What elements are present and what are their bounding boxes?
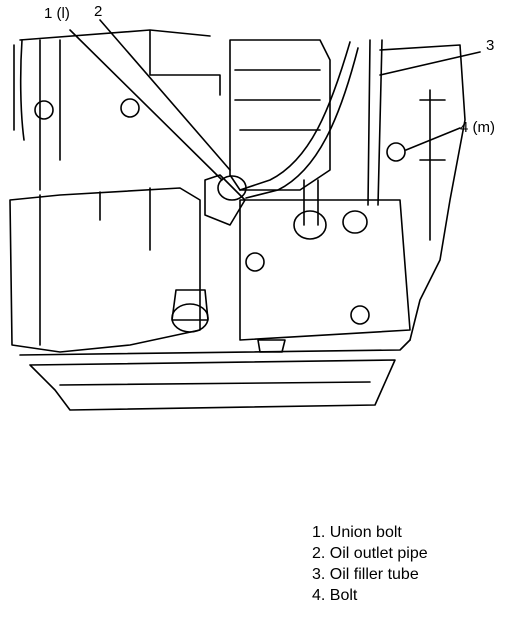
callout-3: 3 [486,37,495,54]
legend-num: 1. [312,524,326,541]
outlet-pipe-leader [99,19,231,171]
housing-top-edge [19,29,221,96]
housing-ribs [39,187,151,346]
bolt-left-1 [34,100,54,120]
oil-outlet-pipe [239,41,359,199]
drain-plug [171,303,209,333]
valve-hole-1 [245,252,265,272]
oil-pan-flange [59,381,371,386]
housing-right-inner [419,89,446,241]
callout-4: 4 (m) [460,119,495,136]
legend: 1. Union bolt 2. Oil outlet pipe 3. Oil … [312,522,428,606]
housing-right [379,44,466,341]
legend-text: Union bolt [329,524,402,541]
oil-pan [19,339,411,411]
housing-left [13,39,61,191]
oil-filler-tube [367,39,383,206]
pipe-port-right [342,210,368,234]
bolt-left-2 [120,98,140,118]
valve-hole-2 [350,305,370,325]
transmission-diagram [9,19,481,411]
legend-item: 3. Oil filler tube [312,564,428,585]
callout-1: 1 (l) [44,5,70,22]
pipe-stub [303,179,319,226]
legend-item: 2. Oil outlet pipe [312,543,428,564]
callout-2: 2 [94,3,103,20]
union-bolt-leader [69,29,223,181]
valve-body [239,199,411,341]
oil-pan-notch [257,339,286,353]
pipe-port-left [293,210,327,240]
casing-lines [234,69,321,131]
upper-casing [229,39,331,191]
housing-body [9,187,201,353]
legend-num: 4. [312,587,326,604]
union-bolt [217,175,247,201]
bolt-leader [405,127,461,151]
drain-plug-body [171,289,209,321]
legend-text: Oil outlet pipe [329,545,428,562]
bolt-right [386,142,406,162]
legend-num: 3. [312,566,326,583]
union-bolt-body [204,174,246,226]
legend-text: Oil filler tube [329,566,419,583]
legend-item: 4. Bolt [312,585,428,606]
filler-tube-leader [379,51,481,76]
legend-text: Bolt [329,587,358,604]
legend-num: 2. [312,545,326,562]
legend-item: 1. Union bolt [312,522,428,543]
